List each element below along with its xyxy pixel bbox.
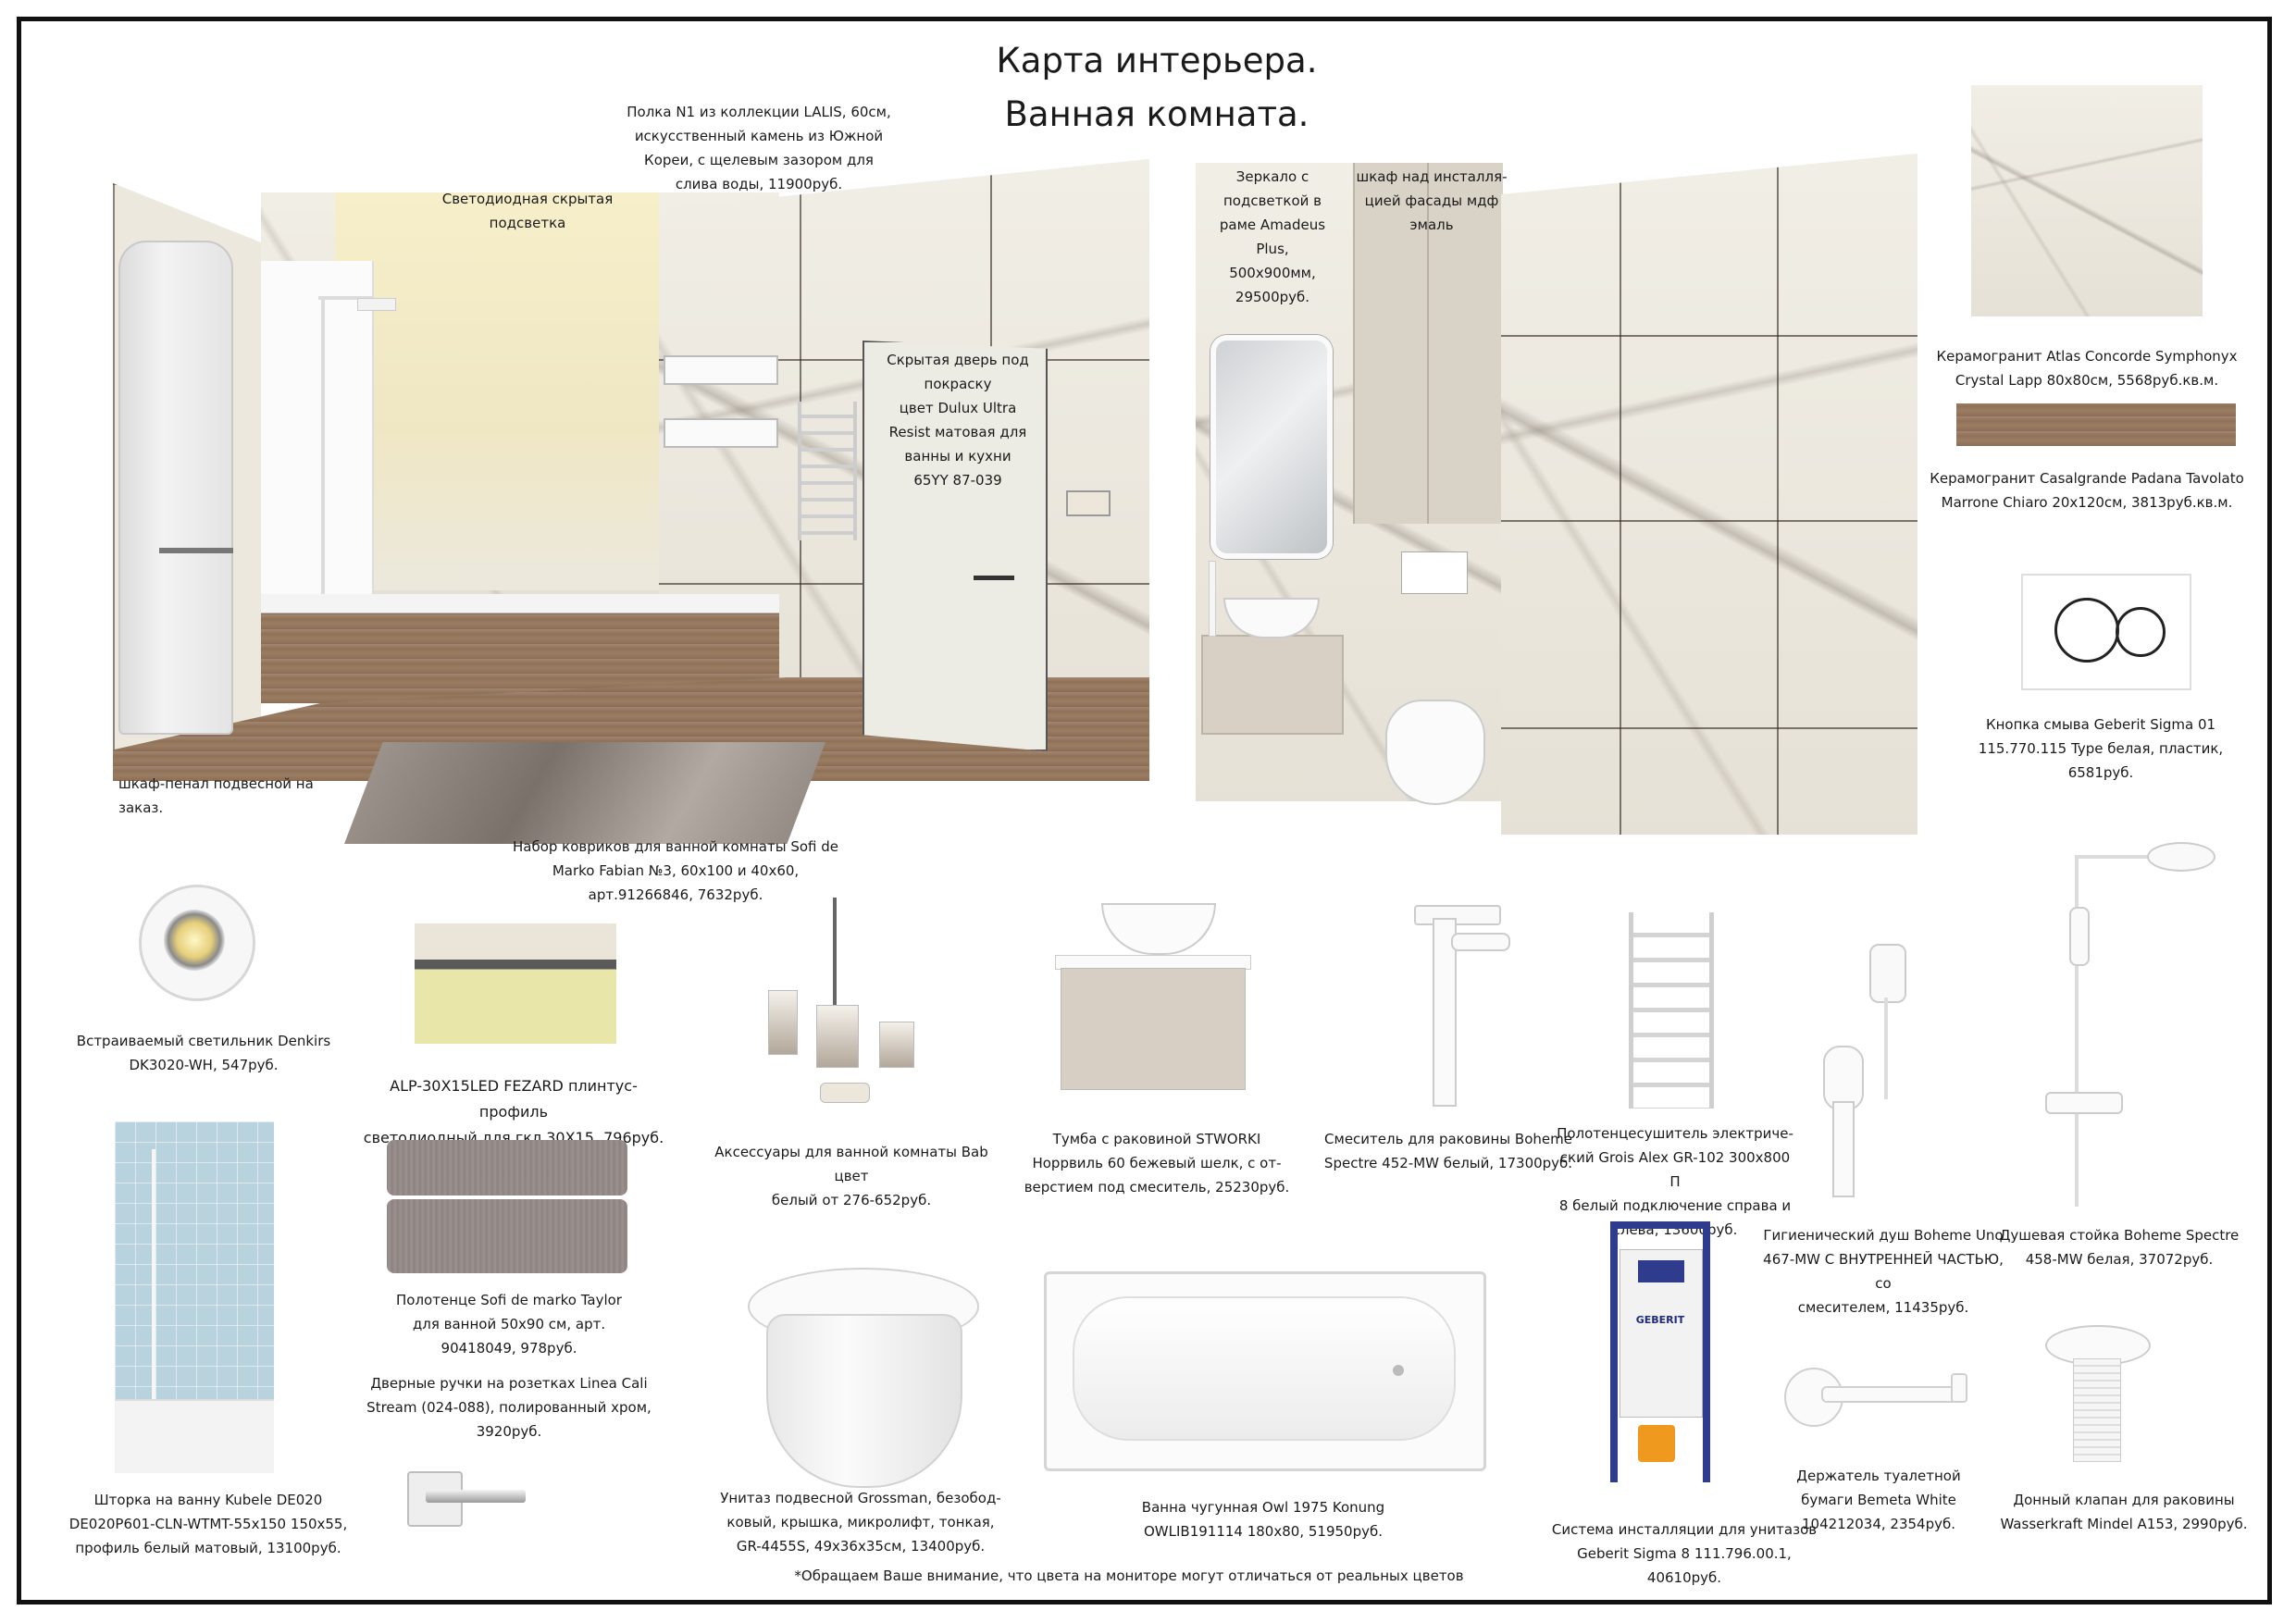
tall-cabinet-handle	[159, 548, 233, 553]
shower-column-render	[321, 298, 325, 594]
led-profile-image	[415, 923, 616, 1044]
tall-cabinet	[118, 241, 233, 735]
faucet-image	[1396, 896, 1516, 1110]
faucet-render	[1209, 561, 1216, 637]
door-handle-render	[974, 576, 1014, 580]
vanity-image	[1055, 903, 1251, 1090]
label-shower-column: Душевая стойка Boheme Spectre 458-MW бел…	[1999, 1227, 2240, 1268]
page-title: Карта интерьера. Ванная комната.	[962, 37, 1351, 139]
label-hygienic-shower: Гигиенический душ Boheme Uno 467-MW С ВН…	[1763, 1227, 2004, 1316]
label-lighting: Светодиодная скрытая подсветка	[441, 191, 614, 231]
label-flush-button: Кнопка смыва Geberit Sigma 01 115.770.11…	[1978, 716, 2224, 781]
mirror-render	[1210, 335, 1333, 559]
render-left	[113, 159, 1149, 844]
label-tile-casalgrande: Керамогранит Casalgrande Padana Tavolato…	[1930, 470, 2244, 511]
label-spotlight: Встраиваемый светильник Denkirs DK3020-W…	[76, 1033, 331, 1073]
label-rugs: Набор ковриков для ванной комнаты Sofi d…	[512, 838, 839, 903]
label-mirror: Зеркало с подсветкой в раме Amadeus Plus…	[1219, 168, 1326, 305]
right-wall-grid	[1501, 154, 1917, 835]
label-drain: Донный клапан для раковины Wasserkraft M…	[2000, 1492, 2248, 1532]
label-towel: Полотенце Sofi de marko Taylor для ванно…	[396, 1292, 622, 1357]
vanity-render	[1201, 635, 1344, 735]
towel-rail-render	[798, 402, 857, 540]
towel-image	[387, 1140, 629, 1273]
geberit-logo: GEBERIT	[1635, 1314, 1685, 1326]
paper-holder-image	[1784, 1358, 1969, 1432]
installation-image: GEBERIT	[1610, 1221, 1712, 1482]
label-bathtub: Ванна чугунная Owl 1975 Konung OWLIB1911…	[1141, 1499, 1385, 1540]
flush-plate-render	[1401, 551, 1468, 594]
label-handles: Дверные ручки на розетках Linea Cali Str…	[366, 1375, 652, 1440]
shelf-1	[664, 355, 778, 385]
render-right	[1196, 154, 1917, 835]
shelf-2	[664, 418, 778, 448]
hidden-door	[863, 341, 1048, 751]
toilet-image	[748, 1268, 979, 1488]
footnote: *Обращаем Ваше внимание, что цвета на мо…	[794, 1567, 1464, 1584]
toilet-render	[1385, 700, 1485, 805]
drain-image	[2045, 1325, 2151, 1462]
install-cabinet-divider	[1427, 163, 1429, 524]
bath-rim	[261, 594, 779, 613]
door-handle-image	[407, 1471, 527, 1527]
flush-button-image	[2021, 574, 2191, 690]
label-vanity: Тумба с раковиной STWORKI Норрвиль 60 бе…	[1024, 1131, 1290, 1196]
shower-head-render	[318, 296, 374, 300]
page-frame	[17, 17, 2272, 1604]
label-tile-atlas: Керамогранит Atlas Concorde Symphonyx Cr…	[1936, 348, 2238, 389]
label-door: Скрытая дверь под покраску цвет Dulux Ul…	[887, 352, 1029, 489]
title-line-1: Карта интерьера.	[996, 41, 1318, 81]
tile-casalgrande-swatch	[1956, 403, 2236, 446]
accessories-image	[759, 898, 935, 1110]
label-toilet: Унитаз подвесной Grossman, безобод- ковы…	[720, 1490, 1001, 1555]
shower-rainhead-render	[357, 298, 396, 311]
title-line-2: Ванная комната.	[1004, 94, 1309, 134]
shower-column-image	[2036, 833, 2221, 1221]
towel-rail-image	[1629, 912, 1714, 1109]
label-paper-holder: Держатель туалетной бумаги Bemeta White …	[1796, 1468, 1961, 1532]
label-cabinet: шкаф-пенал подвесной на заказ.	[118, 775, 314, 816]
label-install-cabinet: шкаф над инсталля- цией фасады мдф эмаль	[1356, 168, 1508, 233]
socket-render	[1066, 490, 1111, 516]
back-wall-lighting-glow	[335, 192, 659, 590]
spotlight-image	[139, 885, 255, 1001]
label-bath-screen: Шторка на ванну Kubele DE020 DE020P601-C…	[68, 1492, 348, 1556]
rug-render	[344, 742, 825, 844]
bathtub-image	[1044, 1271, 1486, 1471]
label-shelf: Полка N1 из коллекции LALIS, 60см, искус…	[627, 104, 891, 192]
hygienic-shower-image	[1814, 944, 1953, 1203]
tile-atlas-swatch	[1971, 85, 2203, 316]
label-installation: Система инсталляции для унитазов Geberit…	[1551, 1521, 1818, 1586]
niche-white-tiles	[261, 261, 374, 603]
bath-screen-image	[115, 1121, 274, 1473]
label-faucet: Смеситель для раковины Boheme Spectre 45…	[1323, 1131, 1573, 1171]
label-accessories: Аксессуары для ванной комнаты Bab цвет б…	[714, 1144, 988, 1208]
